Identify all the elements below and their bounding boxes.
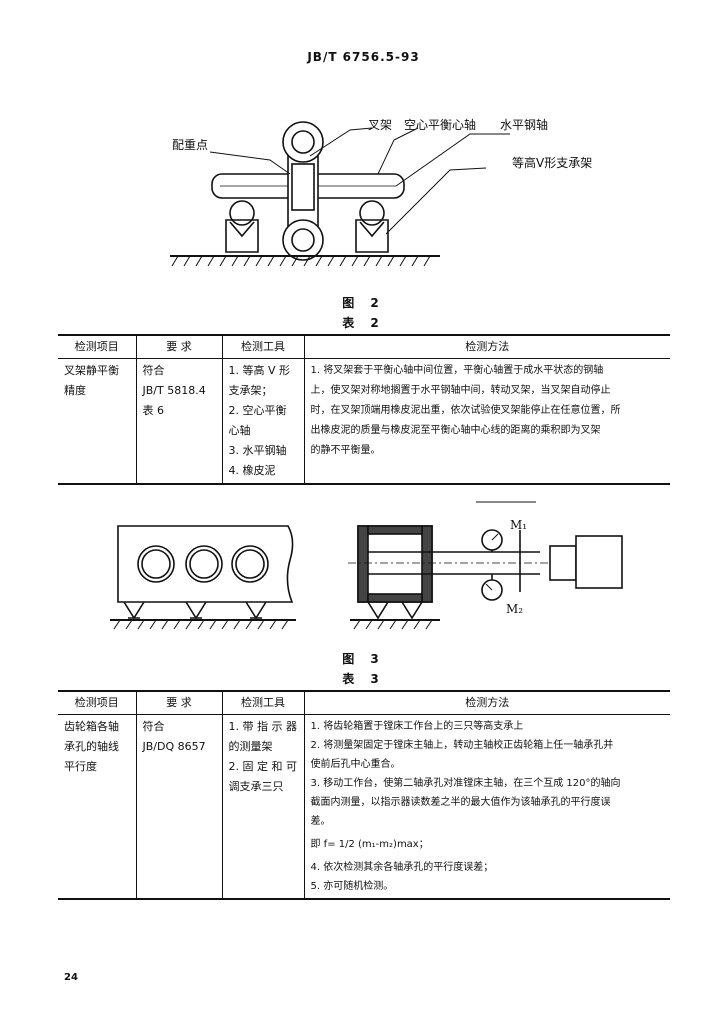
header-item: 检测项目 [58, 690, 136, 715]
cell-item: 齿轮箱各轴 承孔的轴线 平行度 [58, 714, 136, 900]
table-header-row: 检测项目 要 求 检测工具 检测方法 [58, 690, 670, 715]
cell-method: 1. 将叉架套于平衡心轴中间位置，平衡心轴置于成水平状态的钢轴 上，使叉架对称地… [303, 358, 670, 485]
text-line: 表 6 [142, 404, 165, 417]
text-line: 承孔的轴线 [64, 740, 119, 753]
label-counterweight: 配重点 [172, 138, 209, 152]
label-horizontal-shaft: 水平钢轴 [500, 118, 549, 132]
table-3-caption: 表 3 [342, 672, 385, 686]
text-line: 上，使叉架对称地搁置于水平钢轴中间，转动叉架，当叉架自动停止 [310, 385, 611, 396]
text-line: 符合 [142, 720, 165, 733]
label-v-support: 等高V形支承架 [512, 156, 593, 170]
header-requirement: 要 求 [135, 334, 222, 359]
text-line: 3. 水平钢轴 [228, 444, 287, 457]
text-line: 时，在叉架顶端用橡皮泥出重，依次试验使叉架能停止在任意位置，所 [310, 405, 621, 416]
text-line: 1. 将齿轮箱置于镗床工作台上的三只等高支承上 [310, 721, 524, 732]
text-line: 平行度 [64, 760, 97, 773]
text-line: 的静不平衡量。 [310, 445, 381, 456]
label-m2: M₂ [506, 602, 524, 616]
text-line: 符合 [142, 364, 165, 377]
cell-method: 1. 将齿轮箱置于镗床工作台上的三只等高支承上 2. 将测量架固定于镗床主轴上，… [303, 714, 670, 900]
text-line: 1. 将叉架套于平衡心轴中间位置，平衡心轴置于成水平状态的钢轴 [310, 365, 604, 376]
table-3: 检测项目 要 求 检测工具 检测方法 齿轮箱各轴 承孔的轴线 平行度 符合 JB… [58, 690, 670, 900]
text-line: 2. 固 定 和 可 [228, 760, 297, 773]
header-method: 检测方法 [303, 334, 670, 359]
text-line: 齿轮箱各轴 [64, 720, 119, 733]
text-line: 支承架； [228, 384, 273, 397]
label-m1: M₁ [510, 518, 528, 532]
text-line: 4. 依次检测其余各轴承孔的平行度误差； [310, 862, 494, 873]
table-row: 齿轮箱各轴 承孔的轴线 平行度 符合 JB/DQ 8657 1. 带 指 示 器… [58, 714, 670, 900]
document-header: JB/T 6756.5-93 [307, 50, 420, 64]
text-line: 差。 [310, 816, 331, 827]
text-line: 使前后孔中心重合。 [310, 759, 401, 770]
header-item: 检测项目 [58, 334, 136, 359]
header-tools: 检测工具 [221, 690, 304, 715]
text-line: 2. 空心平衡 [228, 404, 287, 417]
cell-requirement: 符合 JB/DQ 8657 [135, 714, 222, 900]
text-line: JB/T 5818.4 [142, 384, 206, 397]
table-row: 叉架静平衡 精度 符合 JB/T 5818.4 表 6 1. 等高 V 形 支承… [58, 358, 670, 485]
text-line: 精度 [64, 384, 86, 397]
formula-line: 即 f= 1/2 (m₁-m₂)max； [310, 839, 429, 850]
text-line: 1. 带 指 示 器 [228, 720, 297, 733]
text-line: 1. 等高 V 形 [228, 364, 291, 377]
text-line: 截面内测量，以指示器读数差之半的最大值作为该轴承孔的平行度误 [310, 797, 611, 808]
page-number: 24 [64, 972, 78, 983]
table-2-caption: 表 2 [342, 316, 385, 330]
figure-2-caption: 图 2 [342, 296, 385, 310]
cell-tools: 1. 带 指 示 器 的测量架 2. 固 定 和 可 调支承三只 [221, 714, 304, 900]
figure-3-caption: 图 3 [342, 652, 385, 666]
text-line: 3. 移动工作台，使第二轴承孔对准镗床主轴，在三个互成 120°的轴向 [310, 778, 621, 789]
text-line: 叉架静平衡 [64, 364, 119, 377]
figure-3-drawing [110, 501, 623, 630]
header-tools: 检测工具 [221, 334, 304, 359]
cell-tools: 1. 等高 V 形 支承架； 2. 空心平衡 心轴 3. 水平钢轴 4. 橡皮泥 [221, 358, 304, 485]
cell-requirement: 符合 JB/T 5818.4 表 6 [135, 358, 222, 485]
figure-2-drawing [170, 121, 510, 267]
header-requirement: 要 求 [135, 690, 222, 715]
table-header-row: 检测项目 要 求 检测工具 检测方法 [58, 334, 670, 359]
text-line: 心轴 [228, 424, 251, 437]
text-line: 4. 橡皮泥 [228, 464, 276, 477]
text-line: 2. 将测量架固定于镗床主轴上，转动主轴校正齿轮箱上任一轴承孔并 [310, 740, 614, 751]
header-method: 检测方法 [303, 690, 670, 715]
label-fork: 叉架 [368, 118, 393, 132]
text-line: 出橡皮泥的质量与橡皮泥至平衡心轴中心线的距离的乘积即为叉架 [310, 425, 601, 436]
label-hollow-shaft: 空心平衡心轴 [404, 118, 477, 132]
text-line: 调支承三只 [228, 780, 284, 793]
text-line: 5. 亦可随机检测。 [310, 881, 394, 892]
cell-item: 叉架静平衡 精度 [58, 358, 136, 485]
text-line: 的测量架 [228, 740, 273, 753]
text-line: JB/DQ 8657 [142, 740, 206, 753]
table-2: 检测项目 要 求 检测工具 检测方法 叉架静平衡 精度 符合 JB/T 5818… [58, 334, 670, 485]
